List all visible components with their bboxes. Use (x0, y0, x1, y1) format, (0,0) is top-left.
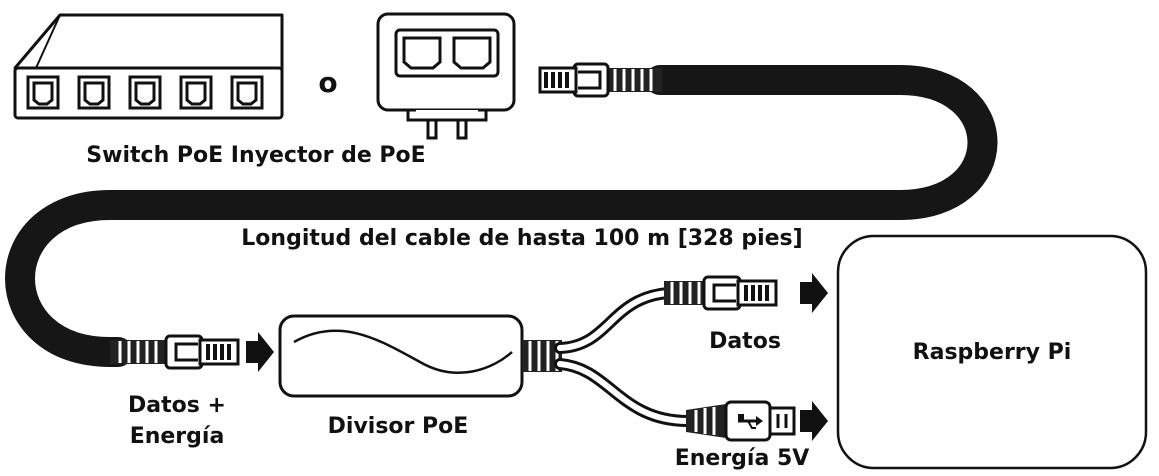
raspberry-pi-box (836, 234, 1148, 470)
input-arrow-icon (246, 332, 274, 372)
raspberry-pi-label: Raspberry Pi (913, 340, 1072, 365)
switch-injector-label: Switch PoE Inyector de PoE (86, 143, 425, 168)
cable-length-label: Longitud del cable de hasta 100 m [328 p… (241, 226, 802, 251)
data-power-label-line2: Energía (130, 424, 225, 449)
main-cable (5, 65, 998, 367)
data-arrow-icon (800, 273, 828, 313)
poe-injector-icon (376, 12, 516, 140)
poe-splitter-icon (278, 314, 562, 398)
power-arrow-icon (800, 401, 828, 441)
top-rj45-plug-icon (538, 62, 662, 98)
or-label: o (318, 66, 337, 99)
split-cables (554, 287, 696, 428)
power-5v-label: Energía 5V (675, 446, 810, 471)
bottom-rj45-plug-icon (110, 334, 240, 370)
splitter-label: Divisor PoE (328, 414, 469, 439)
data-power-label-line1: Datos + (128, 393, 226, 418)
poe-switch-icon (13, 13, 284, 120)
usb-plug-icon (686, 400, 796, 442)
data-rj45-plug-icon (664, 275, 778, 311)
data-label: Datos (709, 329, 781, 354)
